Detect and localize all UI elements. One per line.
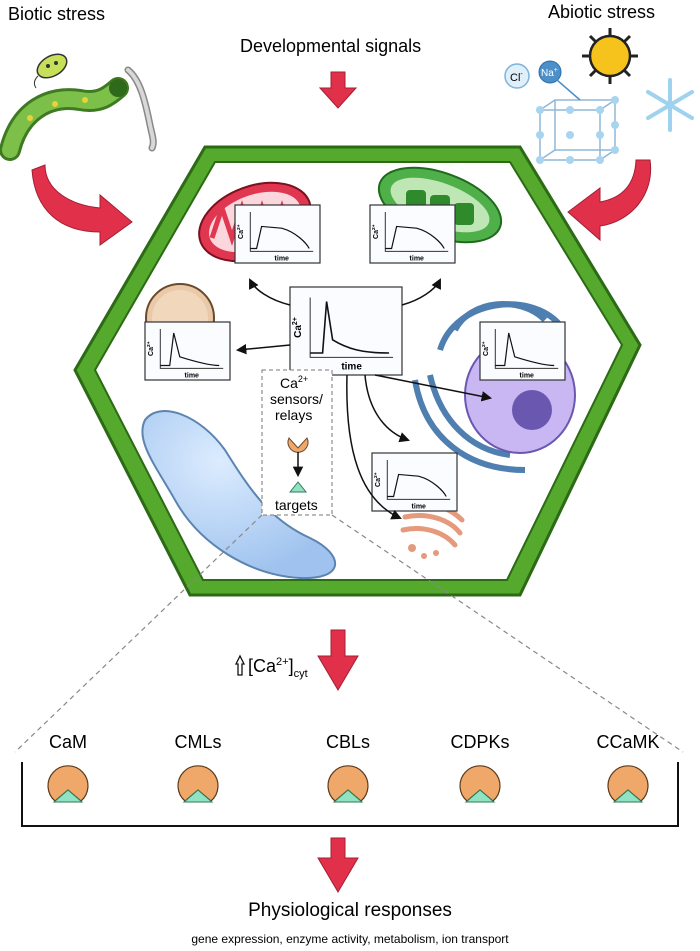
sensor-box-line2: sensors/: [270, 391, 323, 407]
sensor-icon: [327, 765, 369, 802]
graph-frame: [234, 204, 321, 264]
sensor-box-line3: relays: [275, 407, 312, 423]
sensor-family-ccamk: CCaMK: [596, 732, 660, 803]
graph-ylabel: Ca2+: [292, 317, 304, 338]
cytosolic-calcium-label: [Ca2+]cyt: [248, 656, 308, 680]
graph-xlabel: time: [341, 361, 362, 372]
golgi-calcium-graph: time Ca2+: [371, 452, 458, 512]
graph-frame: [289, 286, 403, 376]
abiotic-stress-heading: Abiotic stress: [548, 2, 655, 22]
sensor-icon: [177, 765, 219, 802]
graph-axes: [384, 211, 449, 252]
graph-axes: [494, 328, 559, 369]
caterpillar-icon: [0, 77, 129, 161]
zoom-line-right: [331, 514, 684, 753]
graph-axes: [159, 328, 224, 369]
calcium-increase-arrow: [317, 629, 359, 691]
central-calcium-graph: time Ca2+: [289, 286, 403, 376]
graph-frame: [479, 321, 566, 381]
abiotic-arrow: [567, 159, 652, 242]
signal-arrows: [235, 278, 493, 520]
calcium-trace: [310, 301, 390, 354]
chloroplast-calcium-graph: time Ca2+: [369, 204, 456, 264]
biotic-arrow: [31, 164, 133, 246]
sensor-family-label: CBLs: [326, 732, 370, 752]
developmental-arrow: [318, 71, 358, 109]
calcium-trace: [250, 225, 310, 250]
graph-ylabel: Ca2+: [481, 341, 490, 356]
graph-frame: [144, 321, 231, 381]
sensor-family-cmls: CMLs: [174, 732, 222, 803]
graph-ylabel: Ca2+: [236, 224, 245, 239]
calcium-trace: [160, 332, 220, 367]
physiological-responses-subtitle: gene expression, enzyme activity, metabo…: [191, 932, 509, 946]
ion-arrow: [556, 79, 581, 101]
calcium-trace: [385, 225, 445, 250]
response-arrow: [317, 837, 359, 893]
graph-xlabel: time: [275, 255, 290, 262]
calcium-trace: [495, 332, 555, 367]
target-icon: [612, 789, 644, 803]
sun-icon: [582, 28, 638, 84]
zoom-line-left: [14, 514, 263, 753]
sensor-icon: [607, 765, 649, 802]
sensor-icon: [287, 437, 309, 453]
peroxisome-calcium-graph: time Ca2+: [144, 321, 231, 381]
target-icon: [332, 789, 364, 803]
sensor-icon: [459, 765, 501, 802]
vacuole: [141, 410, 337, 580]
svg-text:Cl-: Cl-: [510, 71, 523, 84]
biotic-stress-heading: Biotic stress: [8, 4, 105, 24]
sensor-box-line1: Ca2+: [280, 374, 308, 391]
graph-ylabel: Ca2+: [371, 224, 380, 239]
svg-text:Na+: Na+: [541, 67, 558, 79]
graph-xlabel: time: [185, 372, 200, 379]
sensor-family-label: CCaMK: [596, 732, 659, 752]
nematode-icon: [124, 66, 157, 152]
graph-axes: [249, 211, 314, 252]
graph-frame: [369, 204, 456, 264]
nucleus-calcium-graph: time Ca2+: [479, 321, 566, 381]
calcium-trace: [387, 473, 447, 498]
salt-crystal-lattice-icon: [536, 96, 619, 164]
sensor-family-label: CaM: [49, 732, 87, 752]
sensor-family-cam: CaM: [47, 732, 89, 803]
sensor-family-label: CMLs: [174, 732, 221, 752]
sensor-family-cdpks: CDPKs: [450, 732, 510, 803]
endoplasmic-reticulum: [412, 301, 563, 473]
chloride-ion-icon: Cl-: [504, 63, 530, 89]
up-arrow-icon: [234, 654, 246, 676]
developmental-signals-heading: Developmental signals: [240, 36, 421, 56]
bacterium-icon: [33, 53, 68, 89]
target-icon: [288, 481, 308, 493]
target-icon: [182, 789, 214, 803]
graph-xlabel: time: [412, 503, 427, 510]
sensor-icon: [47, 765, 89, 802]
target-icon: [464, 789, 496, 803]
sodium-ion-icon: Na+: [538, 60, 562, 84]
target-icon: [52, 789, 84, 803]
graph-axes: [309, 297, 394, 358]
sensor-family-label: CDPKs: [450, 732, 509, 752]
graph-frame: [371, 452, 458, 512]
graph-ylabel: Ca2+: [146, 341, 155, 356]
graph-xlabel: time: [520, 372, 535, 379]
physiological-responses-title: Physiological responses: [248, 900, 452, 921]
mitochondrion-calcium-graph: time Ca2+: [234, 204, 321, 264]
graph-ylabel: Ca2+: [373, 472, 382, 487]
sensor-box-targets: targets: [275, 497, 318, 513]
graph-xlabel: time: [410, 255, 425, 262]
graph-axes: [386, 459, 451, 500]
sensor-family-cbls: CBLs: [326, 732, 370, 803]
sensor-family-bracket: [21, 762, 679, 827]
snowflake-icon: [646, 78, 694, 132]
